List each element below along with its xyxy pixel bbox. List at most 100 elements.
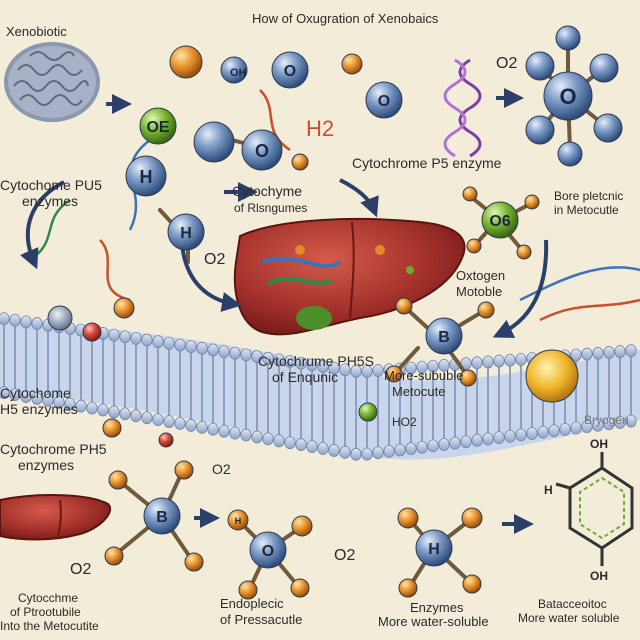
- label-o2-top: O2: [496, 55, 517, 72]
- lipid-head: [97, 403, 109, 417]
- lipid-head: [570, 348, 582, 362]
- label-cyt-p5-l1: Cytochrome P5 enzyme: [352, 155, 502, 171]
- label-oxtogen-l1: Oxtogen: [456, 268, 505, 283]
- label-ho2: HO2: [392, 415, 417, 429]
- lipid-head: [416, 360, 428, 374]
- lipid-head: [108, 405, 120, 419]
- label-cyt-h5-l1: Cytochome: [0, 385, 71, 401]
- label-cytochyme-l1: Cytochyme: [232, 183, 302, 199]
- lipid-head: [273, 353, 285, 367]
- lipid-head: [306, 358, 318, 372]
- atom-oe-label: OE: [146, 119, 169, 136]
- atom-orange-sphere: [398, 578, 418, 598]
- lipid-head: [537, 425, 549, 439]
- atom-orange: [113, 297, 135, 319]
- label-more-sub-l1: More-sububle: [384, 368, 464, 383]
- atom-orange-sphere: [102, 418, 122, 438]
- lipid-head: [0, 312, 10, 325]
- lipid-head: [31, 392, 43, 405]
- lipid-head: [559, 422, 571, 436]
- lipid-head: [328, 361, 340, 375]
- lipid-head: [75, 399, 87, 413]
- lipid-head: [141, 411, 153, 425]
- lipid-head: [207, 343, 219, 357]
- dna-helix: [443, 58, 482, 158]
- lipid-head: [295, 438, 307, 452]
- atom-orange: [385, 365, 403, 383]
- atom-green-sphere: [358, 402, 378, 422]
- lipid-head: [0, 386, 10, 400]
- lipid-head: [317, 442, 329, 455]
- atom-orange-sphere: [291, 515, 313, 537]
- atom-orange-sphere: [395, 297, 413, 315]
- atom-blue: [557, 141, 583, 167]
- lipid-head: [361, 447, 373, 461]
- atom-orange: [397, 507, 419, 529]
- atom-h: H: [167, 213, 205, 251]
- label-h-ring: H: [544, 483, 553, 497]
- virus-particle: [525, 349, 579, 403]
- atom-h-orange: H: [227, 509, 249, 531]
- atom-orange-sphere: [397, 507, 419, 529]
- atom-o: O: [271, 51, 309, 89]
- atom-orange: [108, 470, 128, 490]
- atom-orange: [184, 552, 204, 572]
- lipid-head: [251, 430, 263, 444]
- atom-h-orange-label: H: [235, 516, 242, 526]
- atom-o-sphere: [249, 531, 287, 569]
- label-enz-l1: Enzymes: [410, 600, 464, 615]
- lipid-head: [163, 415, 175, 428]
- atom-orange-sphere: [459, 369, 477, 387]
- atom-red-sphere: [82, 322, 102, 342]
- label-bat-l1: Batacceoitoc: [538, 597, 607, 611]
- label-o2-bottom: O2: [334, 547, 355, 564]
- lipid-head: [625, 344, 637, 358]
- lipid-head: [284, 436, 296, 450]
- liver-organ: [233, 217, 466, 336]
- lipid-head: [482, 355, 494, 369]
- atom-orange-sphere: [477, 301, 495, 319]
- lipid-head: [163, 336, 175, 350]
- label-bryogen: Bryogen: [584, 413, 629, 427]
- atom-o6-label: O6: [489, 213, 510, 230]
- atom-orange-sphere: [238, 580, 258, 600]
- label-cyt-ph5s-l1: Cytochrume PH5S: [258, 353, 374, 369]
- lipid-head: [152, 413, 164, 427]
- lipid-head: [482, 432, 494, 446]
- atom-red: [158, 432, 174, 448]
- atom-orange: [477, 301, 495, 319]
- lipid-head: [185, 419, 197, 432]
- atom-blue: [220, 56, 248, 84]
- atom-blue-sphere: [593, 113, 623, 143]
- lipid-head: [42, 393, 54, 407]
- atom-b-sphere: [425, 317, 463, 355]
- lipid-head: [504, 353, 516, 367]
- atom-h: H: [415, 529, 453, 567]
- atom-orange-sphere: [524, 194, 540, 210]
- atom-o-sphere: [365, 81, 403, 119]
- atom-orange: [462, 186, 478, 202]
- label-cytoc-l3: Into the Metocutite: [0, 619, 99, 633]
- lipid-head: [20, 315, 32, 329]
- label-oxtogen-l2: Motoble: [456, 284, 502, 299]
- label-bore-l2: in Metocutle: [554, 203, 619, 217]
- atom-orange-sphere: [184, 552, 204, 572]
- atom-blue: [193, 121, 235, 163]
- lipid-head: [108, 328, 120, 342]
- membrane-heads-bottom: [0, 386, 637, 461]
- atom-grey: [47, 305, 73, 331]
- atom-blue: [593, 113, 623, 143]
- atom-orange-sphere: [291, 153, 309, 171]
- label-endo-l1: Endoplecic: [220, 596, 284, 611]
- lipid-head: [240, 348, 252, 362]
- lipid-head: [130, 409, 142, 423]
- lipid-head: [394, 443, 406, 457]
- lipid-head: [141, 333, 153, 347]
- lipid-head: [581, 347, 593, 361]
- atom-grey-sphere: [47, 305, 73, 331]
- lipid-head: [64, 397, 76, 411]
- lipid-head: [372, 446, 384, 460]
- lipid-head: [20, 390, 32, 403]
- lipid-head: [130, 331, 142, 345]
- hydroxyl-ring: [555, 452, 634, 566]
